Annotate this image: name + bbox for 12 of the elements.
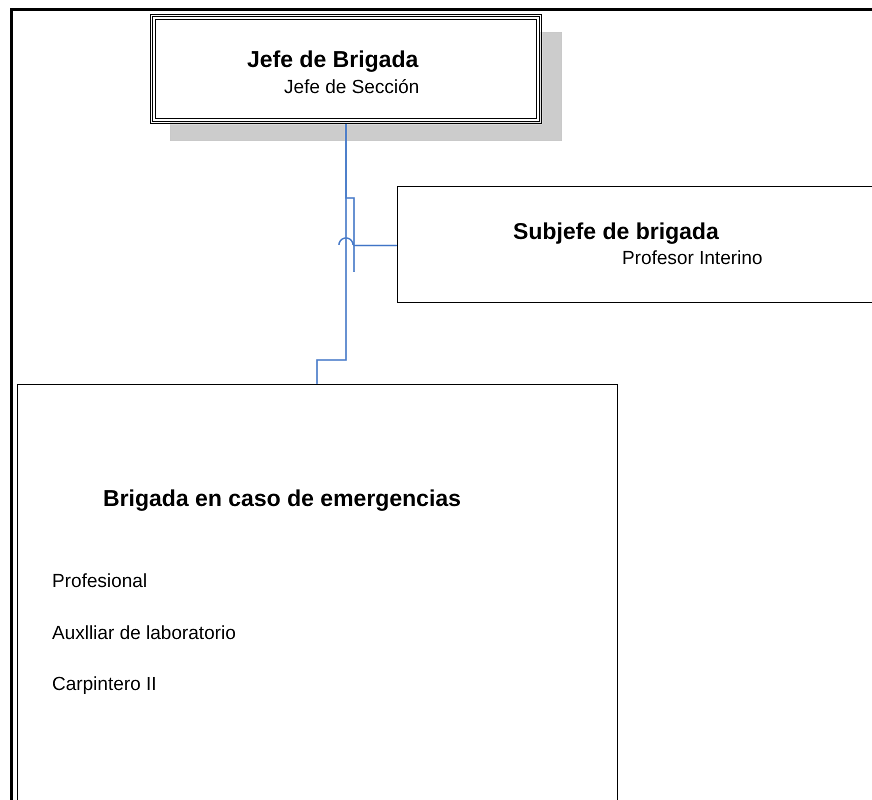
box-text: Auxlliar de laboratorio — [52, 623, 236, 645]
box-text: Profesional — [52, 571, 148, 593]
box-title: Subjefe de brigada — [513, 218, 719, 245]
box-text: Carpintero II — [52, 674, 157, 696]
org-box — [397, 186, 872, 303]
org-box — [152, 16, 540, 122]
org-box — [17, 384, 618, 800]
box-title: Jefe de Brigada — [247, 46, 418, 73]
box-text: Profesor Interino — [622, 248, 762, 270]
box-text: Jefe de Sección — [284, 77, 420, 99]
box-title: Brigada en caso de emergencias — [103, 485, 461, 512]
connector-line — [316, 124, 347, 384]
